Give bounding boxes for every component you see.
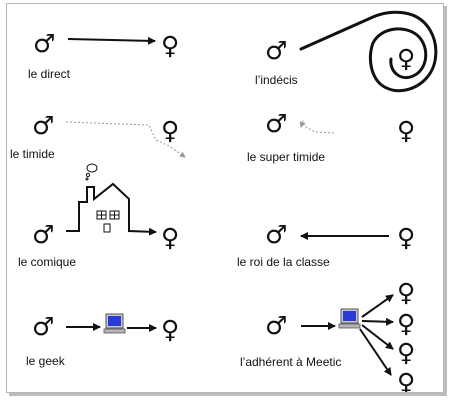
house-icon — [96, 210, 120, 233]
computer-icon — [338, 308, 361, 329]
caption-l-adherent-a-meetic: l’adhérent à Meetic — [240, 355, 341, 369]
caption-le-direct: le direct — [28, 67, 71, 81]
panel-le-geek: ♂ ♀ le geek — [26, 312, 179, 368]
panel-le-timide: ♂ ♀ le timide — [10, 111, 186, 161]
male-symbol: ♂ — [32, 220, 54, 249]
male-symbol: ♂ — [265, 109, 287, 138]
caption-le-comique: le comique — [18, 255, 76, 269]
arrow — [359, 328, 392, 376]
caption-le-super-timide: le super timide — [247, 150, 325, 164]
panel-le-comique: ♂ ♀ le comique — [18, 163, 179, 269]
hesitation-spiral — [299, 10, 438, 93]
caption-l-indecis: l’indécis — [255, 73, 298, 87]
panel-l-adherent-a-meetic: ♂ ♀ ♀ ♀ ♀ l’adhérent à Meetic — [240, 278, 415, 392]
female-symbol: ♀ — [397, 338, 415, 367]
panel-le-roi-de-la-classe: ♂ ♀ le roi de la classe — [237, 220, 415, 269]
arrow — [67, 36, 156, 45]
caption-le-geek: le geek — [26, 354, 66, 368]
female-symbol: ♀ — [161, 116, 179, 145]
male-symbol: ♂ — [265, 36, 287, 65]
illustration-canvas: ♂ ♀ le direct ♂ ♀ l’indécis ♂ ♀ le timid… — [10, 10, 438, 392]
female-symbol: ♀ — [397, 368, 415, 392]
female-symbol: ♀ — [161, 31, 179, 60]
computer-icon — [103, 313, 126, 334]
arrow — [361, 294, 394, 318]
hesitant-dotted-arrow — [65, 121, 186, 158]
female-symbol: ♀ — [397, 116, 415, 145]
male-symbol: ♂ — [33, 29, 55, 58]
female-symbol: ♀ — [397, 223, 415, 252]
male-symbol: ♂ — [265, 311, 287, 340]
caption-le-roi-de-la-classe: le roi de la classe — [237, 255, 330, 269]
retreating-dotted-arrow — [299, 119, 335, 134]
male-symbol: ♂ — [32, 111, 54, 140]
panel-le-super-timide: ♂ ♀ le super timide — [247, 109, 415, 164]
female-symbol: ♀ — [161, 223, 179, 252]
thought-bubble-icon — [85, 163, 98, 181]
male-symbol: ♂ — [32, 312, 54, 341]
caption-le-timide: le timide — [10, 147, 55, 161]
illustration-frame: ♂ ♀ le direct ♂ ♀ l’indécis ♂ ♀ le timid… — [6, 3, 444, 393]
female-symbol: ♀ — [161, 315, 179, 344]
male-symbol: ♂ — [265, 220, 287, 249]
panel-le-direct: ♂ ♀ le direct — [28, 29, 179, 81]
panel-l-indecis: ♂ ♀ l’indécis — [255, 10, 438, 93]
house-path-arrow — [66, 182, 157, 236]
arrow — [361, 317, 394, 326]
female-symbol: ♀ — [397, 278, 415, 307]
female-symbol: ♀ — [397, 44, 415, 73]
arrow — [361, 324, 394, 350]
female-symbol: ♀ — [397, 309, 415, 338]
